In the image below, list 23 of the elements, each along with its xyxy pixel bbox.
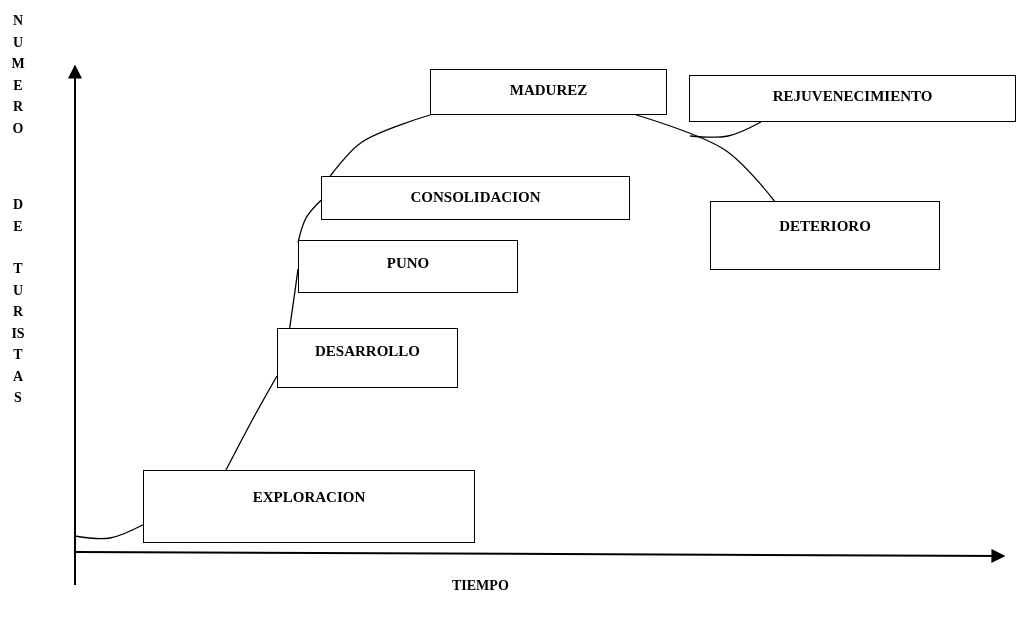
axis-title: DE <box>11 196 25 236</box>
stage-box <box>143 470 475 543</box>
stage-box <box>277 328 458 388</box>
stage-label: CONSOLIDACION <box>409 189 542 206</box>
stage-label: PUNO <box>385 255 431 272</box>
curve-segment <box>225 375 278 471</box>
stage-label: REJUVENECIMIENTO <box>771 88 934 105</box>
curve-segment <box>329 114 431 177</box>
stage-label: DETERIORO <box>778 218 872 235</box>
curve-segment <box>74 524 144 540</box>
stage-box <box>689 75 1016 122</box>
stage-label: EXPLORACION <box>251 489 367 506</box>
stage-box <box>321 176 630 220</box>
axis-title: NUMERO <box>11 12 25 138</box>
curve-segment <box>689 121 762 138</box>
stage-box <box>710 201 940 270</box>
stage-box <box>298 240 518 293</box>
axis-title: TIEMPO <box>452 578 509 594</box>
axis-title: TURISTAS <box>11 260 25 407</box>
stage-label: DESARROLLO <box>314 343 421 360</box>
curve-segment <box>635 114 776 202</box>
stage-box <box>430 69 667 115</box>
stage-label: MADUREZ <box>508 82 589 99</box>
